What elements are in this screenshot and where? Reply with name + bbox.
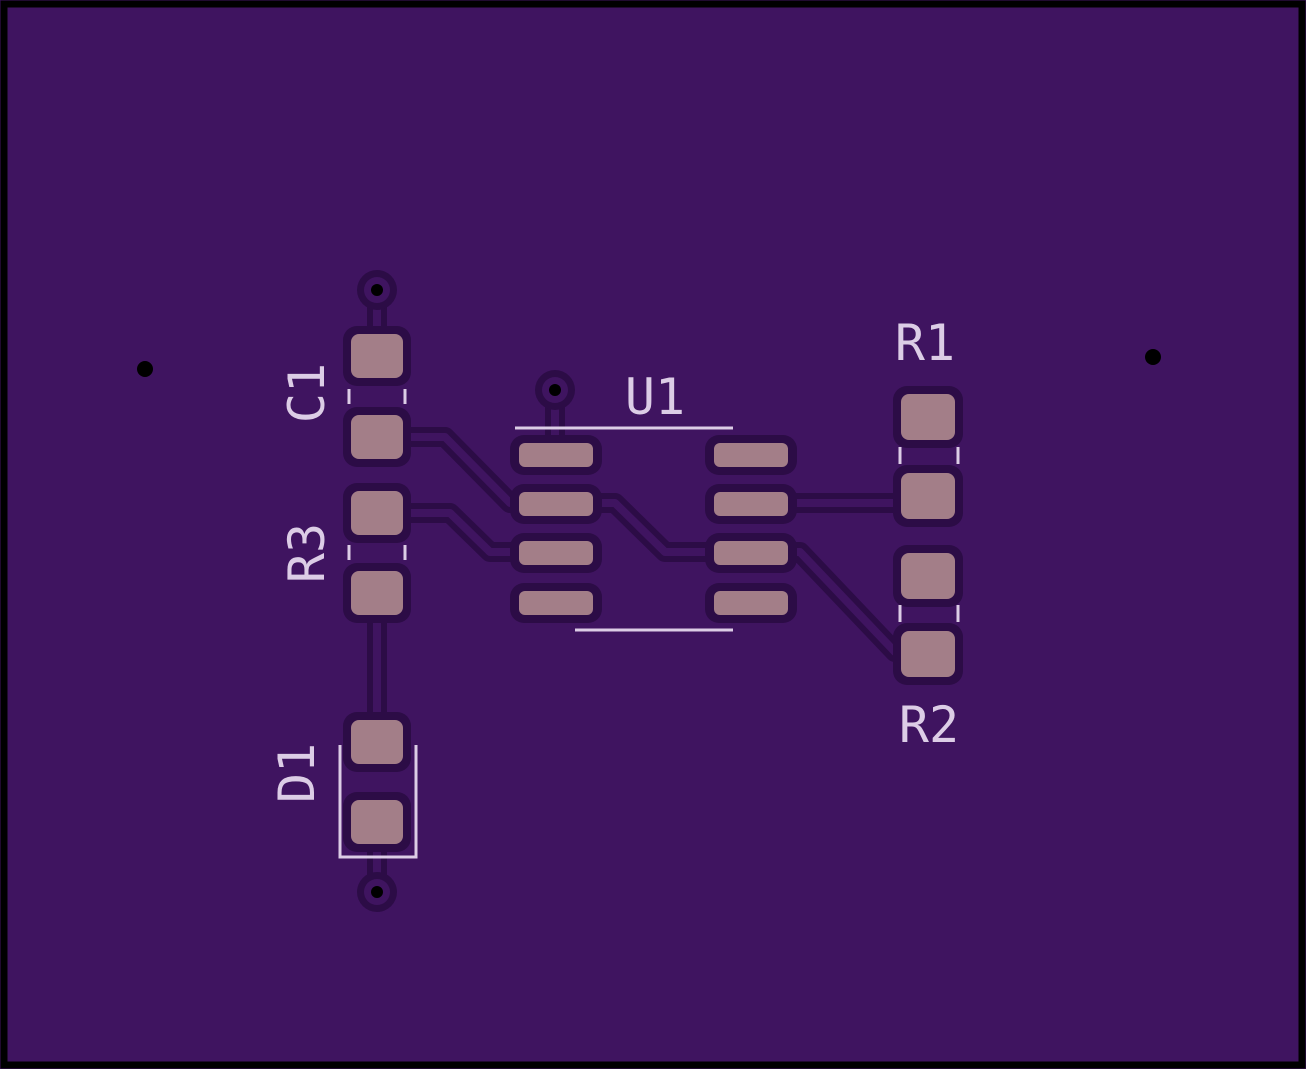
component-d1 <box>338 712 418 859</box>
via-u1 <box>535 370 575 410</box>
component-u1 <box>510 426 797 632</box>
label-r2: R2 <box>899 696 959 754</box>
component-r2 <box>893 545 963 685</box>
via-c1 <box>357 270 397 310</box>
component-r3 <box>343 483 411 623</box>
mounting-hole-right <box>1145 349 1161 365</box>
label-c1: C1 <box>278 363 336 423</box>
label-r1: R1 <box>895 314 955 372</box>
d1-silkscreen-outline <box>338 745 418 859</box>
label-r3: R3 <box>278 523 336 583</box>
label-d1: D1 <box>268 743 326 803</box>
component-c1 <box>343 326 411 467</box>
vias <box>357 270 575 912</box>
via-d1 <box>357 872 397 912</box>
label-u1: U1 <box>625 368 685 426</box>
component-r1 <box>893 386 963 527</box>
mounting-hole-left <box>137 361 153 377</box>
